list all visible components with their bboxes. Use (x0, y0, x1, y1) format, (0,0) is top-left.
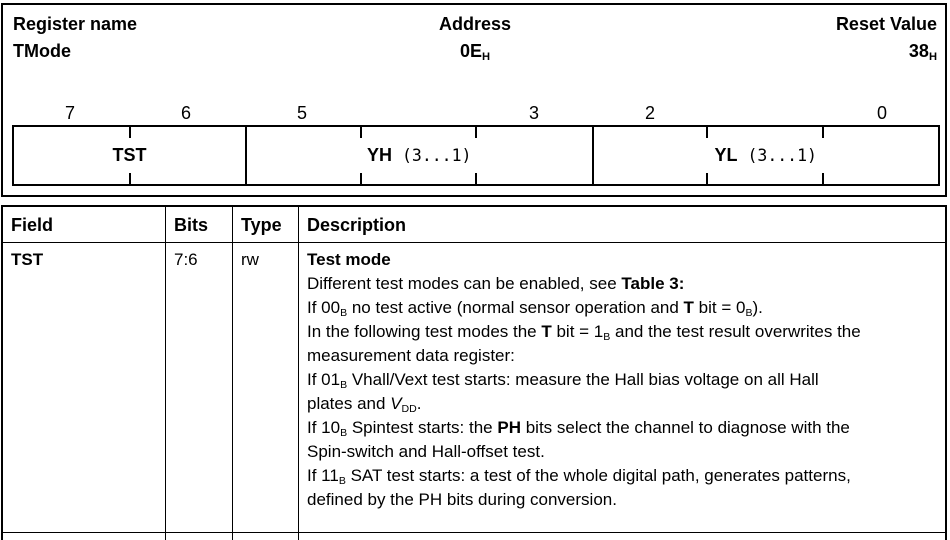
reset-value: 38H (908, 41, 937, 64)
description-line: If 10B Spintest starts: the PH bits sele… (307, 418, 850, 439)
description-line: Test mode (307, 250, 391, 269)
description-line: measurement data register: (307, 346, 515, 365)
description-line: If 11B SAT test starts: a test of the wh… (307, 466, 851, 487)
row-field-name: TST (3, 243, 166, 533)
field-name: YH (367, 145, 393, 165)
description-line: If 00B no test active (normal sensor ope… (307, 298, 763, 319)
register-header-section: Register name TMode Address 0EH Reset Va… (1, 3, 947, 197)
bit-tick (706, 173, 708, 184)
bit-tick (821, 173, 824, 184)
description-line: In the following test modes the T bit = … (307, 322, 861, 343)
next-row-type-cell (233, 533, 299, 540)
table-header-description: Description (299, 207, 945, 243)
table-header-type: Type (233, 207, 299, 243)
reset-subscript: H (928, 51, 937, 64)
bit-number-4 (360, 102, 476, 124)
bit-number-6: 6 (180, 103, 191, 123)
bit-tick (128, 173, 131, 184)
row-description: Test mode Different test modes can be en… (299, 243, 945, 533)
bit-tick (706, 127, 708, 138)
row-type: rw (233, 243, 299, 533)
description-line: Different test modes can be enabled, see… (307, 274, 685, 293)
description-line: plates and VDD. (307, 394, 422, 415)
bit-tick (359, 127, 362, 138)
bitfield-yl: YL (3...1) (591, 127, 939, 184)
bit-number-3: 3 (528, 103, 539, 123)
description-line: If 01B Vhall/Vext test starts: measure t… (307, 370, 819, 391)
register-header-grid: Register name TMode Address 0EH Reset Va… (13, 11, 937, 71)
field-suffix: (3...1) (737, 146, 817, 165)
table-header-bits: Bits (166, 207, 233, 243)
register-name-value: TMode (13, 41, 71, 61)
table-header-field: Field (3, 207, 166, 243)
register-name-column: Register name TMode (13, 11, 321, 71)
bit-tick (475, 127, 477, 138)
bitfield-yh: YH (3...1) (245, 127, 592, 184)
bitfield-tst: TST (14, 127, 245, 184)
bit-tick (359, 173, 362, 184)
description-line: Spin-switch and Hall-offset test. (307, 442, 545, 461)
register-bitfield-box: TST YH (3...1) YL (3...1) (12, 125, 940, 186)
address-subscript: H (481, 51, 491, 64)
reset-value-label: Reset Value (835, 14, 937, 34)
field-name: YL (714, 145, 738, 165)
bit-number-2: 2 (644, 103, 655, 123)
bit-number-5: 5 (296, 103, 307, 123)
bit-number-7: 7 (64, 103, 75, 123)
row-bits: 7:6 (166, 243, 233, 533)
bit-tick (821, 127, 824, 138)
register-name-label: Register name (13, 14, 138, 34)
bit-tick (475, 173, 477, 184)
field-suffix: (3...1) (392, 146, 472, 165)
field-name: TST (112, 145, 147, 165)
next-row-description-cell (299, 533, 945, 540)
bit-numbers-row: 7 6 5 3 2 0 (12, 102, 940, 124)
register-reset-column: Reset Value 38H (629, 11, 937, 71)
bit-number-1 (708, 102, 824, 124)
address-value: 0EH (459, 41, 491, 64)
next-row-bits-cell (166, 533, 233, 540)
field-description-table: Field Bits Type Description TST 7:6 rw T… (1, 205, 947, 540)
next-row-field-cell (3, 533, 166, 540)
address-label: Address (438, 14, 512, 34)
bit-number-0: 0 (876, 103, 887, 123)
description-line: defined by the PH bits during conversion… (307, 490, 617, 509)
bit-tick (128, 127, 131, 138)
register-address-column: Address 0EH (321, 11, 629, 71)
